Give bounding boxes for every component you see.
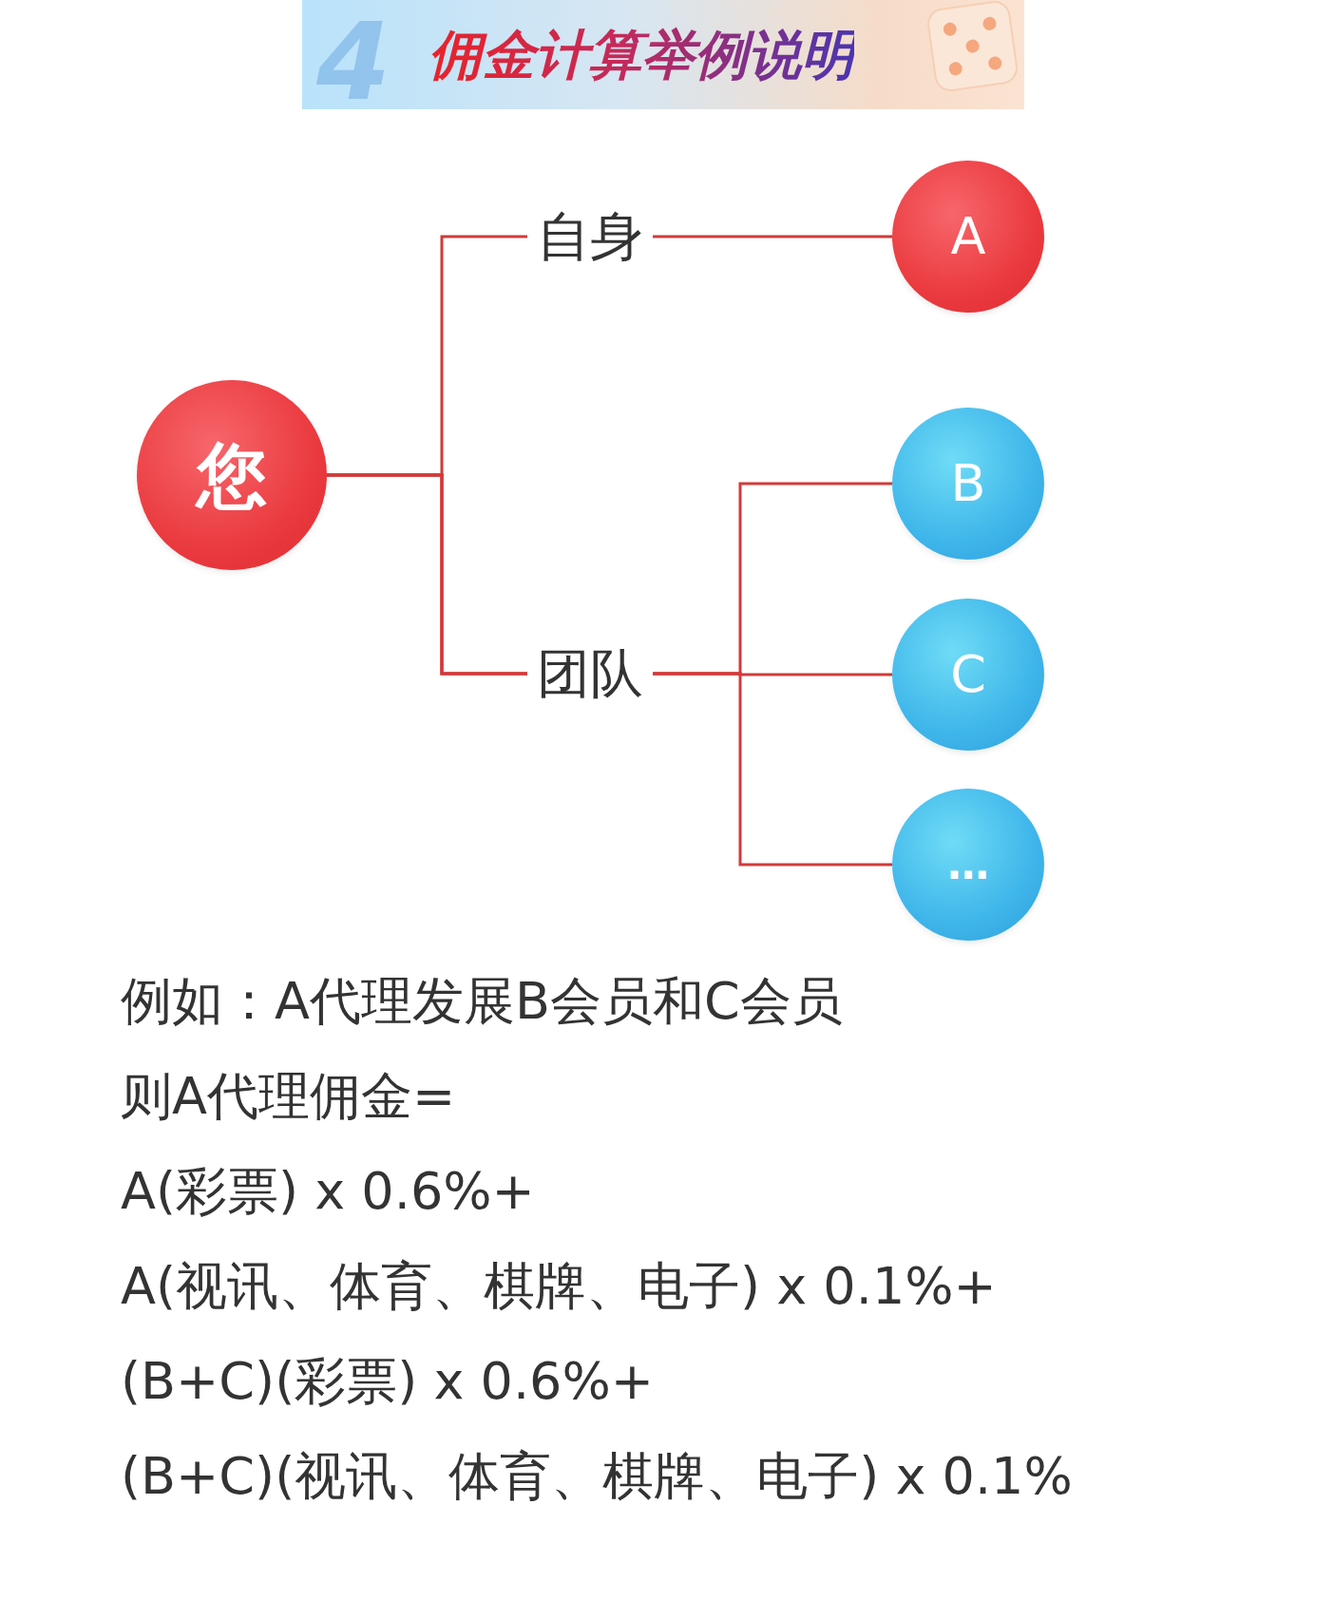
title-text: 佣金计算举例说明 xyxy=(428,22,855,87)
tree-connector xyxy=(326,475,893,865)
node-text: B xyxy=(950,457,986,510)
tree-connector xyxy=(326,236,893,476)
section-number: 4 xyxy=(316,3,391,121)
formula-text: 则A代理佣金= xyxy=(120,1067,456,1125)
node-text: A xyxy=(951,210,987,263)
branch-label: 自身 xyxy=(527,207,653,267)
circle-node: B xyxy=(892,407,1045,560)
node-text: … xyxy=(947,843,990,886)
dice xyxy=(926,0,1019,93)
node-text: 您 xyxy=(196,439,267,511)
circle-node: 您 xyxy=(136,380,327,571)
formula-text: 例如：A代理发展B会员和C会员 xyxy=(120,972,843,1030)
circle-node: … xyxy=(892,788,1045,941)
formula-text: (B+C)(视讯、体育、棋牌、电子) x 0.1% xyxy=(120,1448,1073,1505)
branch-label: 团队 xyxy=(527,644,653,704)
formula-text: (B+C)(彩票) x 0.6%+ xyxy=(120,1353,654,1410)
formula-text: A(彩票) x 0.6%+ xyxy=(120,1162,535,1220)
node-text: C xyxy=(950,648,987,701)
circle-node: A xyxy=(892,160,1045,313)
circle-node: C xyxy=(892,598,1045,751)
formula-text: A(视讯、体育、棋牌、电子) x 0.1%+ xyxy=(120,1257,997,1315)
